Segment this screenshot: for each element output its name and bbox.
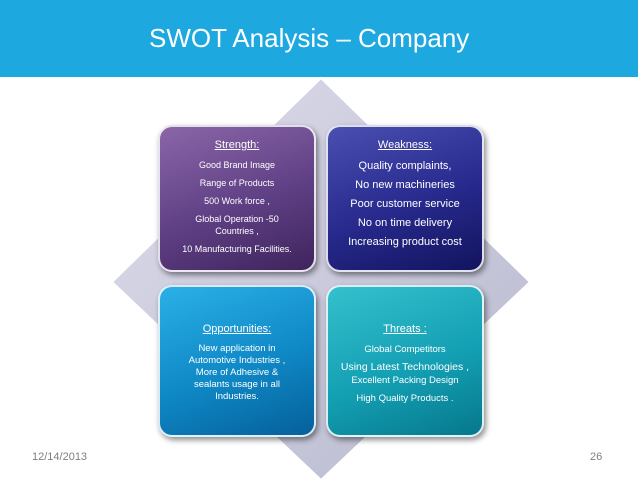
strength-item: 500 Work force , xyxy=(204,196,270,206)
opportunities-item: New application in xyxy=(198,343,276,354)
opportunities-title: Opportunities: xyxy=(202,323,272,335)
swot-threats-box: Threats : Global Competitors Using Lates… xyxy=(326,285,484,437)
strength-title: Strength: xyxy=(214,139,260,151)
threats-item: Global Competitors xyxy=(364,344,446,355)
swot-opportunities-box: Opportunities: New application in Automo… xyxy=(158,285,316,437)
swot-weakness-box: Weakness: Quality complaints, No new mac… xyxy=(326,125,484,272)
strength-item: Good Brand Image xyxy=(198,160,276,170)
opportunities-item: Industries. xyxy=(215,391,259,402)
strength-item: Range of Products xyxy=(199,178,275,188)
weakness-item: Increasing product cost xyxy=(348,236,462,248)
threats-item: Excellent Packing Design xyxy=(351,375,459,386)
opportunities-item: More of Adhesive & xyxy=(195,367,279,378)
footer-page-number: 26 xyxy=(590,451,603,463)
strength-item: 10 Manufacturing Facilities. xyxy=(182,244,292,254)
threats-title: Threats : xyxy=(383,323,427,335)
weakness-title: Weakness: xyxy=(377,139,433,151)
threats-item: High Quality Products . xyxy=(356,393,454,404)
slide-header-bar xyxy=(0,0,638,77)
strength-item: Global Operation -50 Countries , xyxy=(195,214,279,236)
opportunities-item: sealants usage in all xyxy=(193,379,281,390)
opportunities-item: Automotive Industries , xyxy=(188,355,286,366)
weakness-item: No new machineries xyxy=(355,179,455,191)
weakness-item: Poor customer service xyxy=(350,198,460,210)
swot-strength-box: Strength: Good Brand Image Range of Prod… xyxy=(158,125,316,272)
slide-title: SWOT Analysis – Company xyxy=(149,23,470,53)
weakness-item: Quality complaints, xyxy=(358,160,452,172)
threats-item: Using Latest Technologies , xyxy=(340,361,470,373)
footer-date: 12/14/2013 xyxy=(32,451,88,463)
weakness-item: No on time delivery xyxy=(357,217,453,229)
